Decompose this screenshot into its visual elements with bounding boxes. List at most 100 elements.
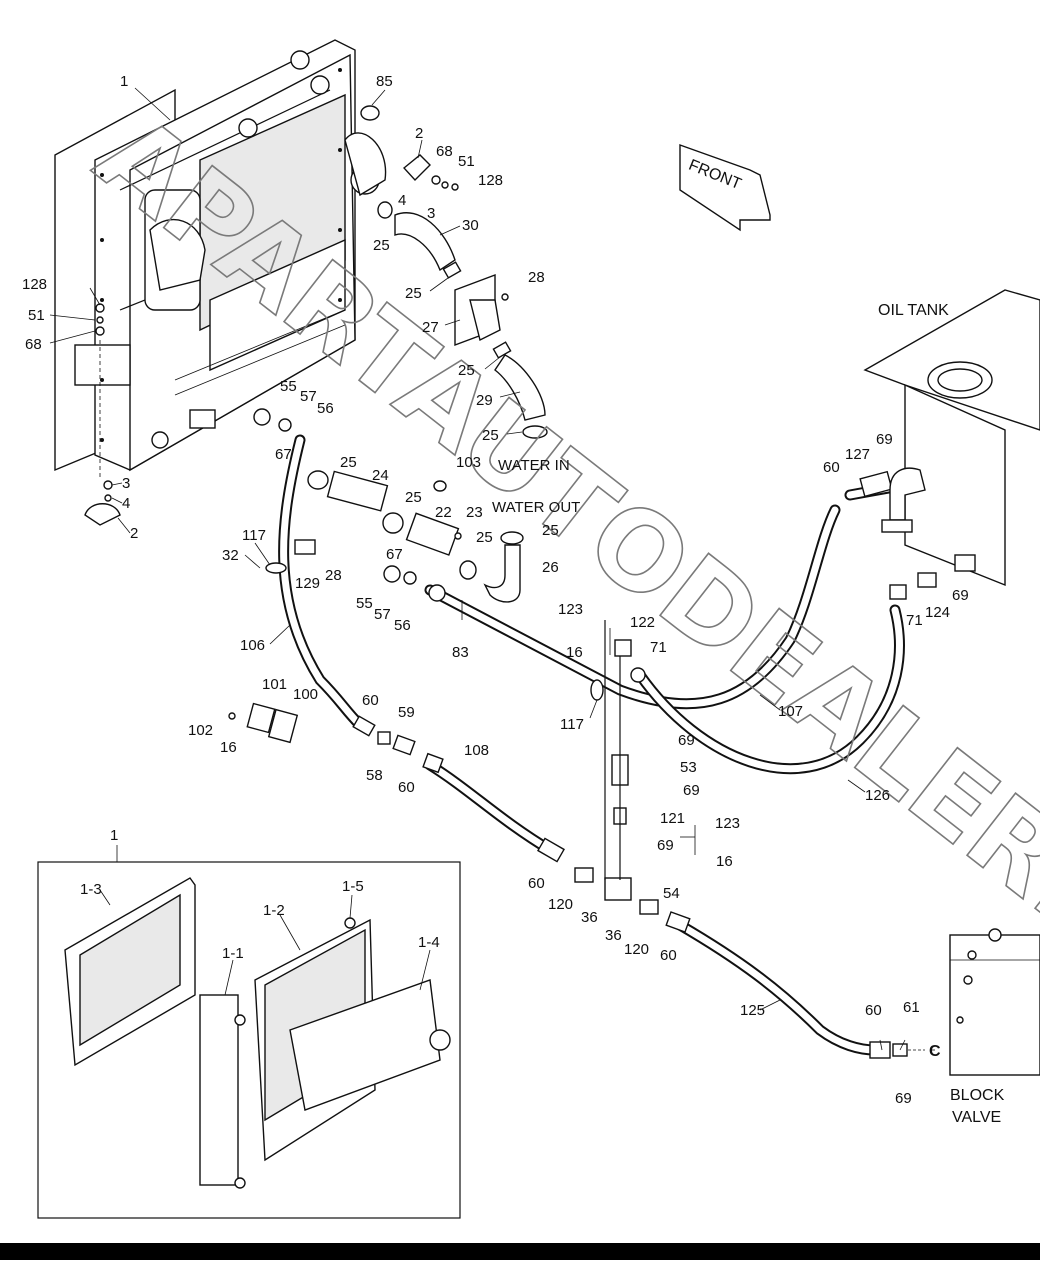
callout-83: 83 [452,644,469,661]
callout-57: 57 [300,388,317,405]
callout-16: 16 [220,739,237,756]
callout-32: 32 [222,547,239,564]
callout-60: 60 [362,692,379,709]
callout-69: 69 [678,732,695,749]
callout-123: 123 [558,601,583,618]
middle-hoses [307,470,524,603]
callout-61: 61 [903,999,920,1016]
hose-fittings [253,408,937,1059]
callout-25: 25 [340,454,357,471]
callout-69: 69 [952,587,969,604]
radiator-rivets [100,68,342,442]
callout-58: 58 [366,767,383,784]
callout-127: 127 [845,446,870,463]
oil-tank [863,289,1040,587]
callout-106: 106 [240,637,265,654]
callout-36: 36 [605,927,622,944]
callout-128: 128 [478,172,503,189]
callout-117: 117 [242,527,266,544]
callout-53: 53 [680,759,697,776]
callout-128: 128 [22,276,47,293]
callout-4: 4 [398,192,406,209]
callout-1-inset: 1 [110,827,118,844]
callout-51: 51 [458,153,475,170]
callout-25: 25 [373,237,390,254]
callout-60: 60 [398,779,415,796]
callout-100: 100 [293,686,318,703]
bottom-bar [0,1243,1040,1260]
callout-25: 25 [542,522,559,539]
hydraulic-hoses [278,434,911,1056]
callout-117: 117 [560,716,584,733]
callout-85: 85 [376,73,393,90]
callout-57: 57 [374,606,391,623]
mount-hardware-top [360,105,459,219]
water-in-label: WATER IN [498,457,570,474]
callout-1: 1 [120,73,128,90]
callout-28: 28 [528,269,545,286]
callout-1-2: 1-2 [263,902,285,919]
callout-124: 124 [925,604,950,621]
callout-25: 25 [458,362,475,379]
callout-126: 126 [865,787,890,804]
callout-102: 102 [188,722,213,739]
callout-3: 3 [122,475,130,492]
callout-60: 60 [660,947,677,964]
mount-hardware-left [84,303,121,526]
detail-inset [37,861,461,1219]
callout-4: 4 [122,495,130,512]
callout-25: 25 [482,427,499,444]
fitting-plates [228,702,299,744]
callout-120: 120 [624,941,649,958]
callout-27: 27 [422,319,439,336]
callout-60: 60 [528,875,545,892]
callout-56: 56 [317,400,334,417]
callout-60: 60 [865,1002,882,1019]
callout-59: 59 [398,704,415,721]
block-valve [908,928,1040,1076]
callout-16: 16 [566,644,583,661]
callout-107: 107 [778,703,803,720]
callout-71: 71 [650,639,667,656]
callout-69: 69 [895,1090,912,1107]
callout-60: 60 [823,459,840,476]
callout-123: 123 [715,815,740,832]
callout-68: 68 [25,336,42,353]
callout-67: 67 [386,546,403,563]
callout-25: 25 [476,529,493,546]
callout-129: 129 [295,575,320,592]
callout-1-5: 1-5 [342,878,364,895]
callout-29: 29 [476,392,493,409]
water-out-label: WATER OUT [492,499,580,516]
callout-3: 3 [427,205,435,222]
callout-28: 28 [325,567,342,584]
callout-1-1: 1-1 [222,945,244,962]
callout-55: 55 [280,378,297,395]
callout-101: 101 [262,676,287,693]
callout-103: 103 [456,454,481,471]
callout-71: 71 [906,612,923,629]
callout-56: 56 [394,617,411,634]
connector-c-label: C [929,1043,941,1060]
oil-tank-label: OIL TANK [878,302,949,319]
callout-125: 125 [740,1002,765,1019]
callout-24: 24 [372,467,389,484]
callout-23: 23 [466,504,483,521]
front-arrow: FRONT [679,144,771,232]
callout-120: 120 [548,896,573,913]
callout-67: 67 [275,446,292,463]
callout-51: 51 [28,307,45,324]
upper-water-pipes [394,212,548,439]
block-valve-label-1: BLOCK [950,1087,1005,1104]
callout-2: 2 [130,525,138,542]
callout-26: 26 [542,559,559,576]
callout-121: 121 [660,810,685,827]
callout-25: 25 [405,489,422,506]
callout-1-4: 1-4 [418,934,440,951]
callout-labels: 1 85 2 68 51 128 4 3 25 30 28 25 27 25 2… [22,73,969,1107]
callout-69: 69 [876,431,893,448]
callout-2: 2 [415,125,423,142]
callout-54: 54 [663,885,680,902]
